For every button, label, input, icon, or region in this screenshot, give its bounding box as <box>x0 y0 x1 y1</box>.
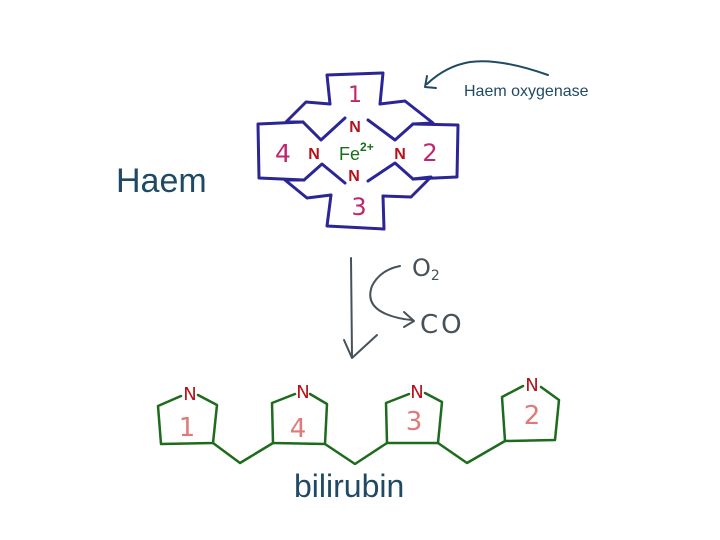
haem-ring-numbers: 1 2 3 4 <box>275 83 438 221</box>
haem-nitrogens: N N N N <box>308 119 406 185</box>
haem-number-3: 3 <box>351 193 366 221</box>
haem-ring-4 <box>256 120 306 182</box>
haem-number-4: 4 <box>275 139 291 168</box>
bilirubin-number-4: 4 <box>290 414 307 444</box>
haem-porphyrin <box>256 71 460 231</box>
bilirubin-nitrogen-4: N <box>296 382 309 403</box>
reaction-curl <box>369 265 413 321</box>
bilirubin-link-4-3 <box>323 441 389 466</box>
bilirubin-nitrogens: N N N N <box>183 375 538 405</box>
bilirubin-nitrogen-2: N <box>525 375 538 396</box>
haem-inner-top-left <box>301 116 347 142</box>
haem-inner-bottom-left <box>302 162 347 185</box>
haem-bridge-bottom-right <box>381 175 433 199</box>
bilirubin-label: bilirubin <box>294 468 404 504</box>
iron-charge: 2+ <box>360 140 374 154</box>
haem-bridge-top-left <box>284 100 332 124</box>
haem-bridge-bottom-left <box>283 178 333 200</box>
oxygen-symbol: O <box>412 254 431 282</box>
bilirubin-ring-2 <box>500 384 561 443</box>
haem-number-2: 2 <box>422 139 437 167</box>
bilirubin-ring-1 <box>156 393 219 446</box>
bilirubin-nitrogen-3: N <box>410 382 423 403</box>
haem-title: Haem <box>116 162 207 200</box>
iron-label: Fe2+ <box>339 140 374 164</box>
oxygen-subscript: 2 <box>431 268 440 284</box>
haem-nitrogen-left: N <box>308 146 320 163</box>
bilirubin-number-3: 3 <box>406 407 423 437</box>
bilirubin-ring-4 <box>270 392 329 446</box>
bilirubin-chain <box>156 384 561 466</box>
reaction-arrow-shaft <box>350 257 353 357</box>
bilirubin-number-1: 1 <box>179 413 196 443</box>
bilirubin-nitrogen-1: N <box>183 384 196 405</box>
enzyme-arrow-shaft <box>426 60 549 85</box>
reaction-arrow-head <box>343 334 378 359</box>
haem-bridge-top-right <box>378 99 435 126</box>
reaction-arrow <box>343 257 415 359</box>
haem-inner-top-right <box>366 118 415 142</box>
haem-number-1: 1 <box>348 83 362 108</box>
enzyme-arrow <box>424 60 549 89</box>
haem-nitrogen-bottom: N <box>348 168 360 185</box>
haem-ring-3 <box>325 193 386 231</box>
bilirubin-ring-3 <box>384 391 444 445</box>
haem-ring-1 <box>325 71 385 106</box>
bilirubin-link-3-2 <box>436 439 507 465</box>
haem-ring-2 <box>411 122 460 181</box>
bilirubin-link-1-4 <box>211 441 275 465</box>
bilirubin-number-2: 2 <box>524 401 541 431</box>
enzyme-label: Haem oxygenase <box>464 83 589 100</box>
oxygen-label: O2 <box>412 254 440 284</box>
reaction-curl-head <box>403 311 415 328</box>
carbon-monoxide-label: CO <box>420 310 465 340</box>
haem-nitrogen-top: N <box>349 119 361 136</box>
haem-inner-bottom-right <box>366 161 415 183</box>
bilirubin-ring-numbers: 1 4 3 2 <box>179 401 541 444</box>
enzyme-arrow-head <box>424 75 437 89</box>
iron-symbol: Fe <box>339 144 360 164</box>
haem-nitrogen-right: N <box>394 146 406 163</box>
